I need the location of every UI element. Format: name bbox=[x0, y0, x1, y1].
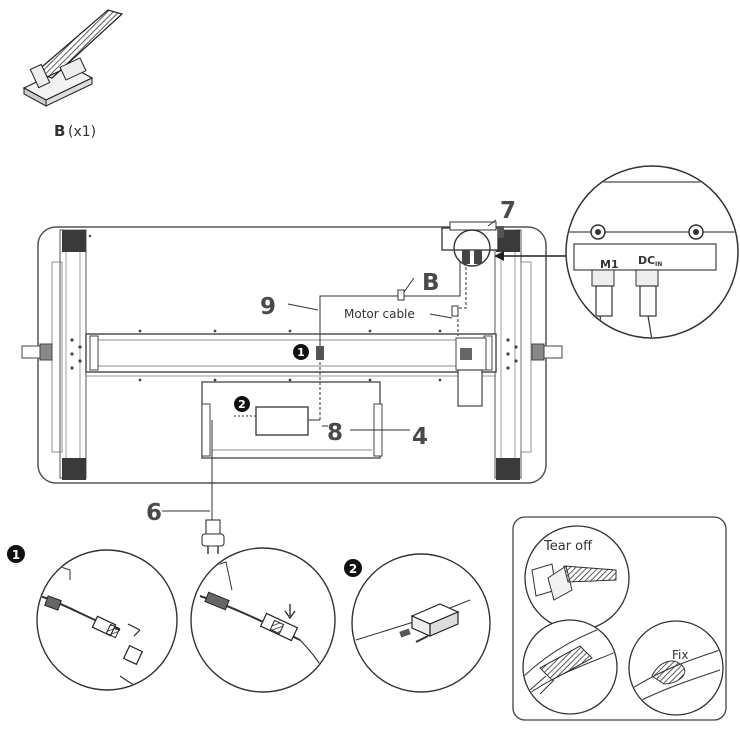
power-adapter bbox=[234, 346, 324, 436]
step-1-detail-a bbox=[36, 549, 178, 691]
power-plug bbox=[201, 519, 225, 554]
port-m1-label: M1 bbox=[600, 258, 619, 271]
step-1-detail-b bbox=[190, 547, 336, 693]
control-box bbox=[441, 221, 504, 267]
control-box-zoom bbox=[494, 165, 739, 339]
port-dc-label: DC bbox=[638, 254, 655, 267]
step-1-number: 1 bbox=[12, 548, 20, 562]
cable-tie-part-icon bbox=[22, 9, 124, 107]
desk-underside bbox=[21, 226, 563, 484]
callout-4: 4 bbox=[412, 424, 428, 450]
callout-b: B bbox=[422, 270, 440, 296]
callout-9: 9 bbox=[260, 294, 276, 320]
step-1-marker bbox=[7, 545, 25, 563]
step-1-inline-number: 1 bbox=[297, 346, 305, 359]
step-2-marker bbox=[344, 559, 362, 577]
step-2-inline-number: 2 bbox=[238, 398, 246, 411]
step-2-detail bbox=[351, 553, 491, 693]
tear-off-label: Tear off bbox=[543, 539, 593, 554]
part-quantity: (x1) bbox=[68, 124, 96, 140]
step-1-inline-marker bbox=[293, 344, 309, 360]
step-2-inline-marker bbox=[234, 396, 250, 412]
cable-tie-b-marker bbox=[397, 289, 459, 317]
callout-7: 7 bbox=[500, 198, 516, 224]
tie-instruction-panel bbox=[512, 516, 727, 721]
part-letter: B bbox=[54, 122, 65, 140]
motor-cable-label: Motor cable bbox=[344, 307, 415, 321]
port-dc-sub-label: IN bbox=[655, 261, 662, 268]
step-2-number: 2 bbox=[349, 562, 357, 576]
callout-6: 6 bbox=[146, 500, 162, 526]
leader-lines bbox=[162, 219, 497, 512]
fix-label: Fix bbox=[672, 648, 688, 662]
callout-8: 8 bbox=[327, 420, 343, 446]
